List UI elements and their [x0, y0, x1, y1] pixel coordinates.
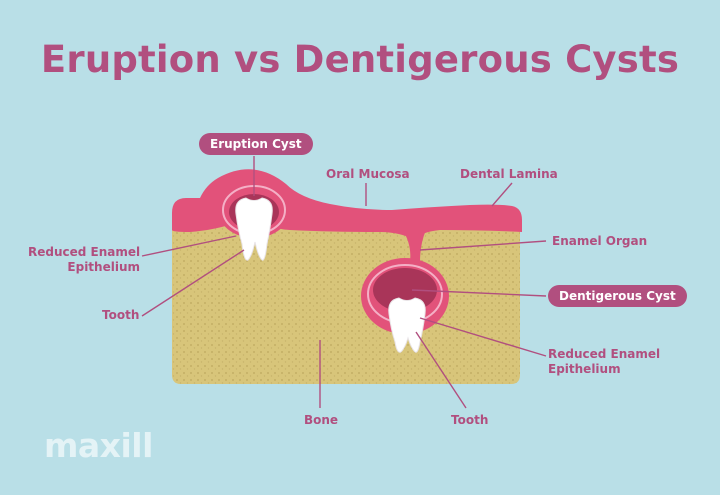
dentigerous-cyst-label: Dentigerous Cyst [548, 285, 687, 307]
enamel-organ-label: Enamel Organ [552, 234, 648, 248]
ree-left-line1: Reduced Enamel [28, 245, 141, 259]
bone-label: Bone [304, 413, 339, 427]
leader-ree-right [419, 317, 547, 357]
ree-right-line2: Epithelium [548, 362, 621, 376]
leader-tooth-left [141, 249, 245, 317]
ree-left-line2: Epithelium [67, 260, 140, 274]
reduced-enamel-epithelium-left-label: Reduced Enamel Epithelium [28, 245, 140, 275]
leader-ree-left [141, 235, 237, 257]
maxill-logo: maxill [44, 426, 153, 465]
tooth-left-label: Tooth [102, 308, 140, 322]
leader-lines [141, 156, 547, 409]
leader-dentigerous-cyst [411, 289, 547, 297]
leader-enamel-organ [419, 240, 547, 251]
bone-block [172, 220, 520, 384]
leader-dental-lamina [491, 182, 513, 207]
eruption-cyst-label: Eruption Cyst [199, 133, 313, 155]
tooth-left-shape [235, 197, 273, 261]
oral-mucosa-label: Oral Mucosa [326, 167, 410, 181]
ree-right-line1: Reduced Enamel [548, 347, 661, 361]
leader-tooth-right [415, 331, 467, 409]
dental-lamina [402, 229, 426, 262]
tooth-right-shape [388, 297, 426, 353]
reduced-enamel-epithelium-right-label: Reduced Enamel Epithelium [548, 347, 660, 377]
page-title: Eruption vs Dentigerous Cysts [40, 38, 680, 81]
dental-lamina-label: Dental Lamina [460, 167, 558, 181]
tooth-right-label: Tooth [451, 413, 489, 427]
